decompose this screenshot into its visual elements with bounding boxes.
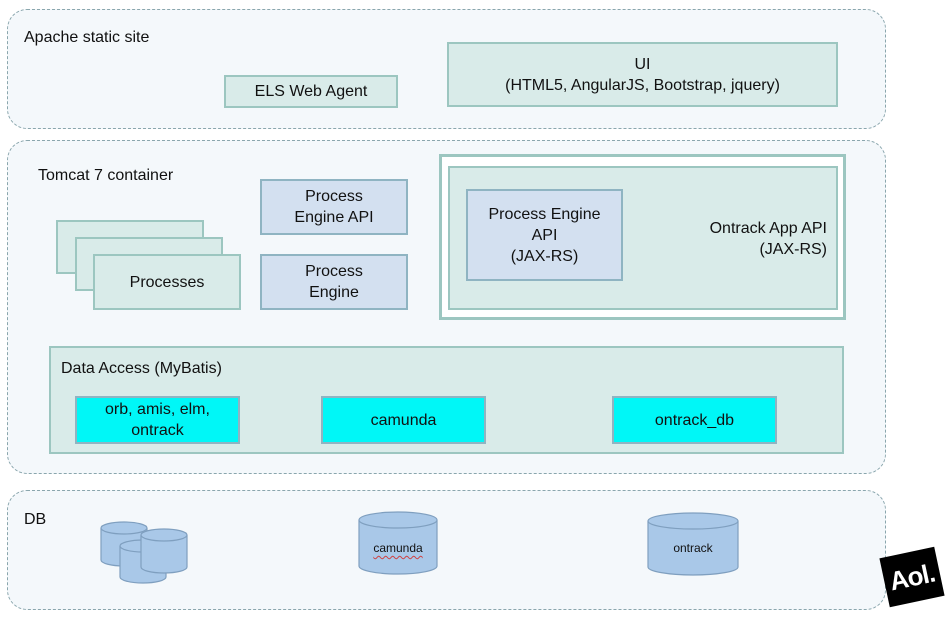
db-region xyxy=(7,490,886,610)
ontrack-app-api-label: Ontrack App API (JAX-RS) xyxy=(709,220,827,258)
els-web-agent-box: ELS Web Agent xyxy=(224,75,398,108)
process-engine-api-box: Process Engine API xyxy=(260,179,408,235)
processes-box: Processes xyxy=(93,254,241,310)
cylinder-label: ontrack xyxy=(673,541,713,555)
cylinder-label: camunda xyxy=(373,541,423,555)
data-access-item: camunda xyxy=(321,396,486,444)
data-access-item: ontrack_db xyxy=(612,396,777,444)
db-region-label: DB xyxy=(24,511,47,528)
apache-region-label: Apache static site xyxy=(24,29,150,46)
tomcat-region-label: Tomcat 7 container xyxy=(38,167,174,184)
data-access-item: orb, amis, elm, ontrack xyxy=(75,396,240,444)
aol-logo: Aol. xyxy=(879,546,945,608)
ui-box: UI (HTML5, AngularJS, Bootstrap, jquery) xyxy=(447,42,838,107)
process-engine-box: Process Engine xyxy=(260,254,408,310)
inner-process-engine-api-box: Process Engine API (JAX-RS) xyxy=(466,189,623,281)
data-access-label: Data Access (MyBatis) xyxy=(61,360,222,377)
